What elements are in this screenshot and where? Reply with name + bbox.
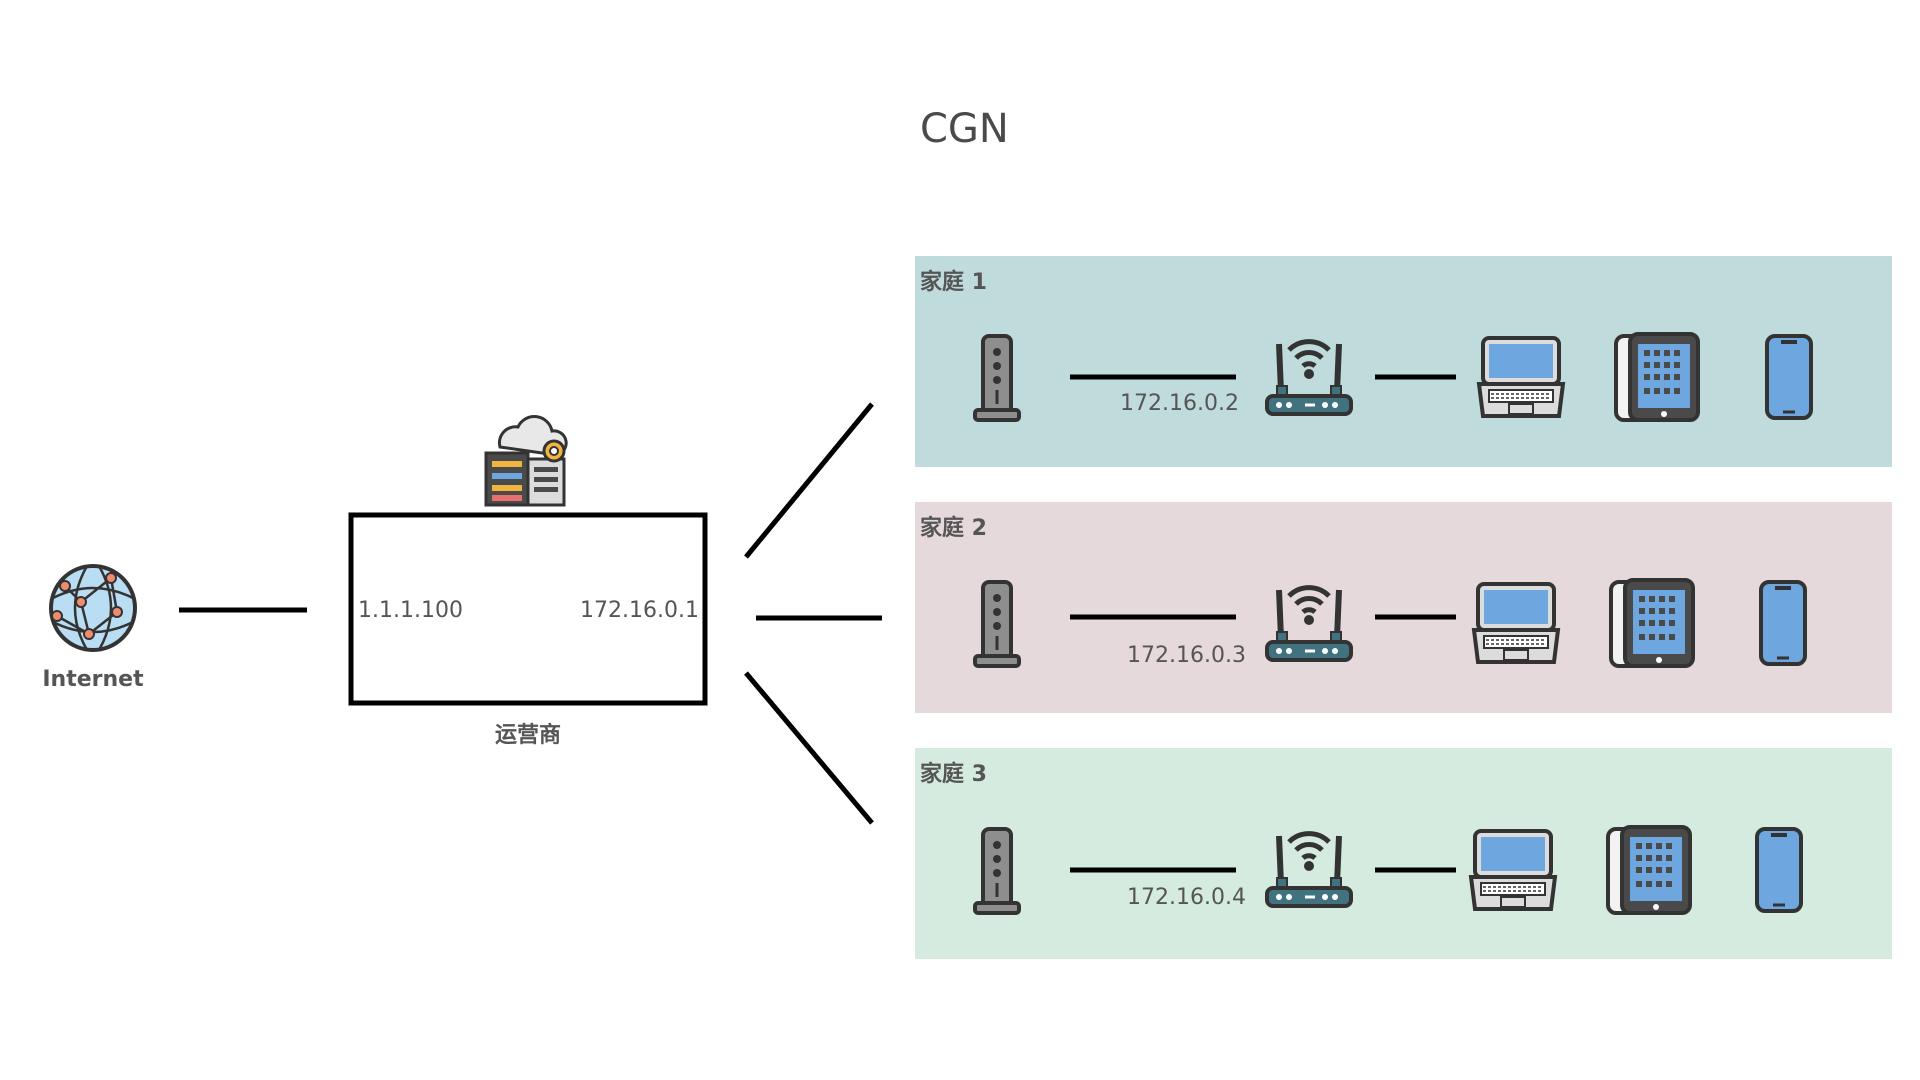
server-cloud-gear-icon	[484, 415, 568, 507]
home-wan-ip: 172.16.0.2	[1120, 391, 1239, 416]
smartphone-icon	[1759, 580, 1807, 666]
wifi-router-icon	[1267, 834, 1351, 906]
modem-icon	[973, 334, 1021, 422]
home-title: 家庭 3	[920, 761, 987, 787]
home-panel-1: 家庭 1 172.16.0.2	[915, 256, 1892, 467]
wifi-router-icon	[1267, 588, 1351, 660]
home-panel-background	[915, 502, 1892, 713]
home-panel-2: 家庭 2 172.16.0.3	[915, 502, 1892, 713]
laptop-icon	[1477, 336, 1565, 418]
diagram-title: CGN	[920, 106, 1009, 152]
home-wan-ip: 172.16.0.3	[1127, 643, 1246, 668]
smartphone-icon	[1755, 827, 1803, 913]
isp-public-ip: 1.1.1.100	[358, 598, 463, 623]
smartphone-icon	[1765, 334, 1813, 420]
tablet-icon	[1606, 825, 1692, 915]
wifi-router-icon	[1267, 342, 1351, 414]
modem-icon	[973, 827, 1021, 915]
laptop-icon	[1472, 582, 1560, 664]
isp-label: 运营商	[495, 722, 561, 748]
link-home-1	[744, 402, 874, 559]
isp-private-ip: 172.16.0.1	[580, 598, 699, 623]
isp-box	[348, 512, 708, 706]
tablet-icon	[1609, 578, 1695, 668]
modem-icon	[973, 580, 1021, 668]
home-panel-background	[915, 748, 1892, 959]
home-panel-background	[915, 256, 1892, 467]
link-home-3	[744, 671, 874, 825]
home-panel-3: 家庭 3 172.16.0.4	[915, 748, 1892, 959]
home-title: 家庭 1	[920, 269, 987, 295]
internet-label: Internet	[42, 667, 144, 692]
home-title: 家庭 2	[920, 515, 987, 541]
tablet-icon	[1614, 332, 1700, 422]
globe-network-icon	[49, 564, 137, 652]
laptop-icon	[1469, 829, 1557, 911]
home-wan-ip: 172.16.0.4	[1127, 885, 1246, 910]
